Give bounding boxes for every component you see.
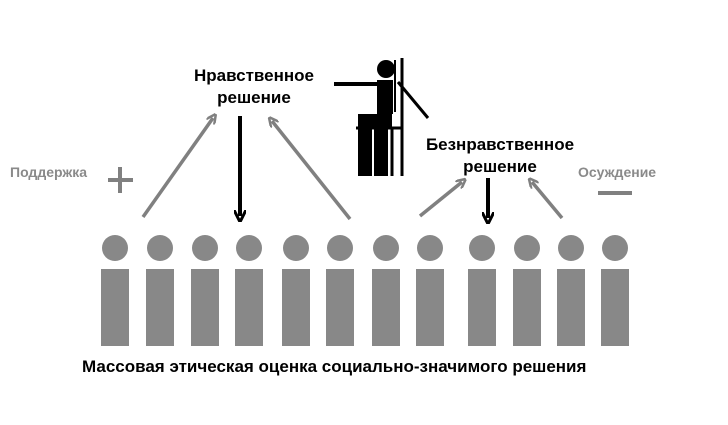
person-body	[372, 269, 400, 346]
person-body	[235, 269, 263, 346]
crowd-person	[146, 235, 174, 346]
person-body	[601, 269, 629, 346]
person-body	[468, 269, 496, 346]
immoral-decision-line1: Безнравственное	[425, 135, 575, 154]
person-head	[602, 235, 628, 261]
person-body	[191, 269, 219, 346]
person-head	[417, 235, 443, 261]
person-head	[102, 235, 128, 261]
crowd	[101, 235, 629, 346]
crowd-person	[513, 235, 541, 346]
person-head	[327, 235, 353, 261]
crowd-person	[416, 235, 444, 346]
support-arrow-right	[272, 121, 352, 221]
person-head	[373, 235, 399, 261]
condemn-arrow-right	[532, 182, 564, 220]
crowd-person	[101, 235, 129, 346]
person-body	[146, 269, 174, 346]
diagram-caption: Массовая этическая оценка социально-знач…	[82, 357, 587, 376]
person-head	[236, 235, 262, 261]
decision-maker-icon	[334, 58, 430, 176]
crowd-person	[326, 235, 354, 346]
person-head	[558, 235, 584, 261]
immoral-decision-line2: решение	[463, 157, 537, 176]
crowd-person	[468, 235, 496, 346]
support-arrow-left	[141, 118, 213, 219]
person-body	[557, 269, 585, 346]
crowd-person	[282, 235, 310, 346]
person-body	[101, 269, 129, 346]
person-body	[416, 269, 444, 346]
person-head	[514, 235, 540, 261]
crowd-person	[557, 235, 585, 346]
moral-decision-line2: решение	[217, 88, 291, 107]
person-body	[326, 269, 354, 346]
crowd-person	[601, 235, 629, 346]
person-body	[282, 269, 310, 346]
immoral-decision-label: Безнравственное решение	[410, 134, 590, 178]
person-head	[192, 235, 218, 261]
crowd-person	[191, 235, 219, 346]
condemn-label: Осуждение	[578, 164, 657, 180]
person-head	[283, 235, 309, 261]
person-body	[513, 269, 541, 346]
plus-icon	[108, 167, 133, 193]
person-head	[469, 235, 495, 261]
support-label: Поддержка	[10, 164, 88, 180]
crowd-person	[235, 235, 263, 346]
condemn-arrow-left	[418, 182, 462, 218]
moral-decision-label: Нравственное решение	[178, 65, 330, 109]
person-head	[147, 235, 173, 261]
moral-decision-line1: Нравственное	[194, 66, 314, 85]
crowd-person	[372, 235, 400, 346]
